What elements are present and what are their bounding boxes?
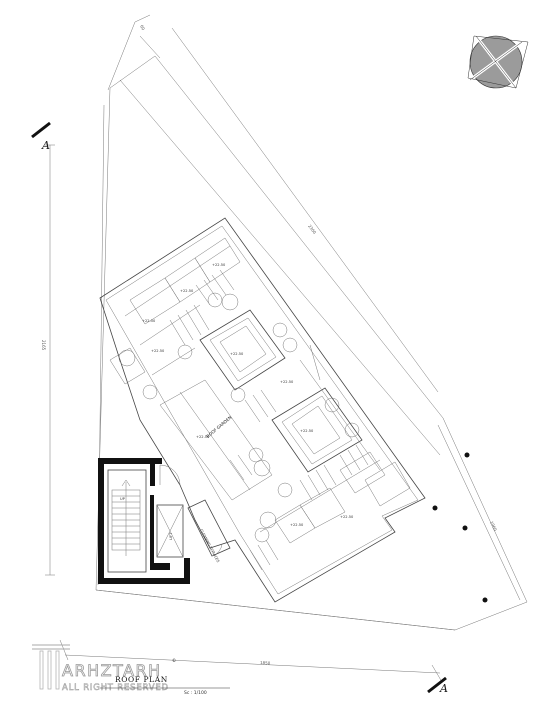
svg-text:+22.50: +22.50 (300, 429, 314, 433)
column-dots (432, 452, 488, 603)
svg-text:+22.50: +22.50 (151, 349, 165, 353)
drawing-title: ROOF PLAN (115, 675, 168, 684)
logo-copyright: © (172, 658, 176, 663)
dimension-left-vertical: 2165 (41, 340, 46, 351)
dimension-top-small: 60 (139, 24, 146, 31)
svg-text:+22.50: +22.50 (196, 435, 210, 439)
north-arrow-icon (467, 35, 529, 89)
brand-logo: ARHZTARH ALL RIGHT RESERVED © (32, 644, 176, 693)
stair-label-up: UP (120, 497, 126, 501)
level-markers: +22.50 +22.50 +22.50 +22.50 +22.50 +22.5… (142, 263, 354, 527)
dimension-right-side: 1060 (489, 520, 498, 532)
svg-text:+22.50: +22.50 (180, 289, 194, 293)
section-marker-bottom: A (427, 676, 448, 695)
svg-text:A: A (41, 139, 50, 152)
room-label-cleaning: CLEANING SERVICES (199, 529, 220, 564)
room-label-lift: LIFT (169, 532, 173, 540)
dimension-diagonal-long: 2300 (307, 224, 317, 236)
svg-text:+22.50: +22.50 (290, 523, 304, 527)
logo-name: ARHZTARH (62, 661, 162, 680)
tree-symbols (118, 292, 360, 543)
dimension-lines (45, 27, 521, 683)
dimension-bottom: 1850 (260, 660, 271, 666)
section-marker-top: A (31, 121, 51, 152)
drawing-scale: Sc : 1/100 (184, 690, 207, 696)
site-boundary (95, 14, 528, 631)
svg-text:A: A (439, 682, 448, 695)
building-roof (99, 217, 426, 603)
room-label-roof-garden: ROOF GARDEN (205, 415, 232, 439)
stair-lift-core (98, 458, 231, 584)
svg-text:+22.50: +22.50 (212, 263, 226, 267)
svg-text:+22.50: +22.50 (340, 515, 354, 519)
svg-text:+22.50: +22.50 (142, 319, 156, 323)
svg-text:+22.50: +22.50 (280, 380, 294, 384)
svg-text:+22.50: +22.50 (230, 352, 244, 356)
